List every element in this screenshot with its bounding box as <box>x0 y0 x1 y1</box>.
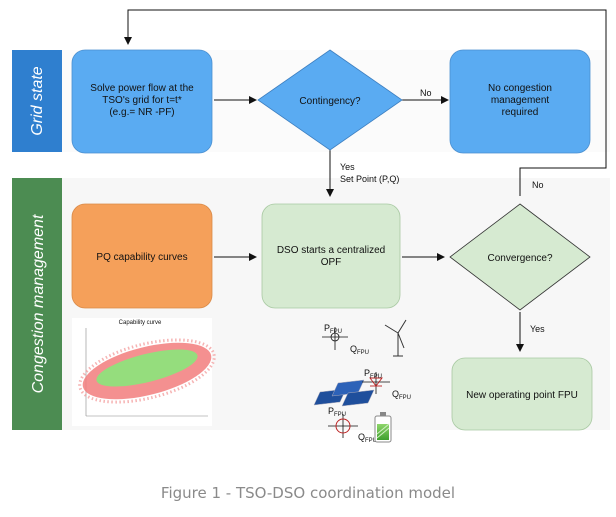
lane-bar-grid-state <box>12 50 62 152</box>
node-solve-line-3: (e.g.= NR -PF) <box>109 107 174 118</box>
edge-label-no-right: No <box>532 180 544 190</box>
edge-label-yes: Yes <box>340 162 355 172</box>
node-convergence-label: Convergence? <box>487 253 552 264</box>
node-contingency-label: Contingency? <box>299 96 361 107</box>
capability-curve-plot: Capability curve <box>72 318 216 426</box>
node-contingency-decision[interactable] <box>257 49 403 151</box>
fpu-storage-p-label: PFPU <box>328 406 346 418</box>
wind-turbine-icon <box>384 319 407 357</box>
lane-label-congestion: Congestion management <box>30 214 47 393</box>
node-convergence-decision[interactable] <box>449 203 591 311</box>
fpu-storage-icon: PFPU QFPU <box>328 406 392 444</box>
battery-icon <box>374 412 392 443</box>
node-solve-line-1: Solve power flow at the <box>90 83 194 94</box>
plot-red-cloud-edge <box>78 338 216 404</box>
node-pq-capability[interactable] <box>71 203 213 309</box>
fpu-wind-q-label: QFPU <box>350 344 369 356</box>
lane-label-grid-state: Grid state <box>29 66 46 135</box>
fpu-wind-icon: PFPU QFPU <box>322 319 407 357</box>
node-new-operating-point[interactable] <box>451 357 593 431</box>
node-dso-line-2: OPF <box>321 257 342 268</box>
node-solve-power-flow[interactable] <box>71 49 213 154</box>
solar-panel-icon <box>313 379 375 407</box>
fpu-pv-q-label: QFPU <box>392 389 411 401</box>
edge-label-setpoint: Set Point (P,Q) <box>340 174 399 184</box>
node-pq-label: PQ capability curves <box>96 252 187 263</box>
node-no-congestion-line-3: required <box>502 107 539 118</box>
fpu-wind-p-label: PFPU <box>324 323 342 335</box>
fpu-pv-p-label: PFPU <box>364 368 382 380</box>
edge-label-yes-bottom: Yes <box>530 324 545 334</box>
node-new-point-label: New operating point FPU <box>466 390 578 401</box>
fpu-pv-icon: PFPU QFPU <box>313 368 411 407</box>
node-no-congestion-line-2: management <box>491 95 550 106</box>
lane-bar-congestion <box>12 178 62 430</box>
plot-green-cloud <box>96 349 198 387</box>
feedback-loop-line <box>124 9 607 196</box>
edge-label-no-top: No <box>420 88 432 98</box>
node-dso-line-1: DSO starts a centralized <box>277 245 385 256</box>
node-solve-line-2: TSO's grid for t=t* <box>102 95 182 106</box>
node-no-congestion[interactable] <box>449 49 591 154</box>
fpu-storage-q-label: QFPU <box>358 432 377 444</box>
node-no-congestion-line-1: No congestion <box>488 83 552 94</box>
plot-title: Capability curve <box>119 320 162 326</box>
node-dso-opf[interactable] <box>261 203 401 309</box>
flowchart: Grid state Congestion management No Yes … <box>12 9 607 444</box>
figure-caption: Figure 1 - TSO-DSO coordination model <box>160 484 456 502</box>
